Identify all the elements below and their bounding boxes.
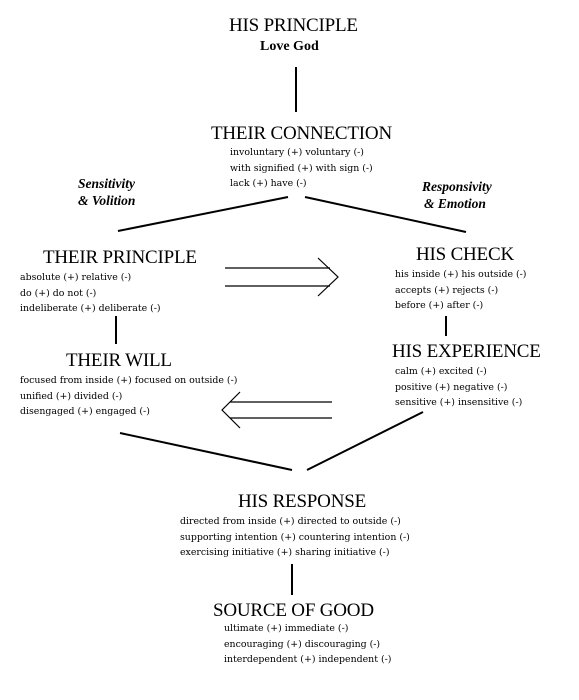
double-arrow-right-icon (225, 257, 339, 297)
their-principle-items: absolute (+) relative (-) do (+) do not … (20, 270, 161, 317)
list-item: calm (+) excited (-) (395, 366, 487, 377)
list-item: with signified (+) with sign (-) (230, 162, 373, 174)
source-of-good-title: SOURCE OF GOOD (213, 600, 374, 621)
his-check-items: his inside (+) his outside (-) accepts (… (395, 267, 526, 314)
connector-their-will-to-his-response (119, 432, 293, 471)
source-of-good-items: ultimate (+) immediate (-) encouraging (… (224, 621, 391, 668)
list-item: directed from inside (+) directed to out… (180, 516, 401, 527)
his-response-title: HIS RESPONSE (238, 491, 366, 512)
list-item: unified (+) divided (-) (20, 390, 123, 402)
list-item: sensitive (+) insensitive (-) (395, 397, 523, 408)
list-item: positive (+) negative (-) (395, 381, 508, 393)
list-item: involuntary (+) voluntary (-) (230, 147, 364, 158)
sensitivity-volition-label: Sensitivity & Volition (78, 175, 135, 209)
his-experience-items: calm (+) excited (-) positive (+) negati… (395, 364, 522, 411)
label-line: Responsivity (422, 179, 492, 194)
his-experience-title: HIS EXPERIENCE (392, 341, 541, 362)
list-item: disengaged (+) engaged (-) (20, 406, 150, 417)
list-item: before (+) after (-) (395, 300, 484, 311)
list-item: absolute (+) relative (-) (20, 272, 132, 283)
list-item: do (+) do not (-) (20, 287, 97, 299)
their-connection-items: involuntary (+) voluntary (-) with signi… (230, 145, 373, 192)
label-line: Sensitivity (78, 176, 135, 191)
his-check-title: HIS CHECK (416, 244, 514, 265)
connector-connection-to-his-check (304, 196, 467, 233)
label-line: & Volition (78, 193, 136, 208)
connector-connection-to-their-principle (117, 196, 289, 232)
list-item: supporting intention (+) countering inte… (180, 531, 410, 543)
list-item: ultimate (+) immediate (-) (224, 623, 349, 634)
his-response-items: directed from inside (+) directed to out… (180, 514, 410, 561)
list-item: lack (+) have (-) (230, 178, 307, 189)
list-item: focused from inside (+) focused on outsi… (20, 375, 238, 386)
list-item: encouraging (+) discouraging (-) (224, 638, 381, 650)
double-arrow-left-icon (221, 391, 332, 429)
list-item: accepts (+) rejects (-) (395, 284, 499, 296)
their-principle-title: THEIR PRINCIPLE (43, 247, 197, 268)
label-line: & Emotion (424, 196, 486, 211)
their-will-items: focused from inside (+) focused on outsi… (20, 373, 237, 420)
responsivity-emotion-label: Responsivity & Emotion (422, 178, 492, 212)
list-item: exercising initiative (+) sharing initia… (180, 547, 390, 558)
their-connection-title: THEIR CONNECTION (211, 123, 392, 144)
list-item: interdependent (+) independent (-) (224, 654, 392, 665)
connector-his-experience-to-his-response (306, 411, 424, 471)
his-principle-title: HIS PRINCIPLE (229, 15, 358, 36)
list-item: indeliberate (+) deliberate (-) (20, 303, 161, 314)
his-principle-subtitle: Love God (260, 39, 319, 54)
list-item: his inside (+) his outside (-) (395, 269, 527, 280)
their-will-title: THEIR WILL (66, 350, 172, 371)
